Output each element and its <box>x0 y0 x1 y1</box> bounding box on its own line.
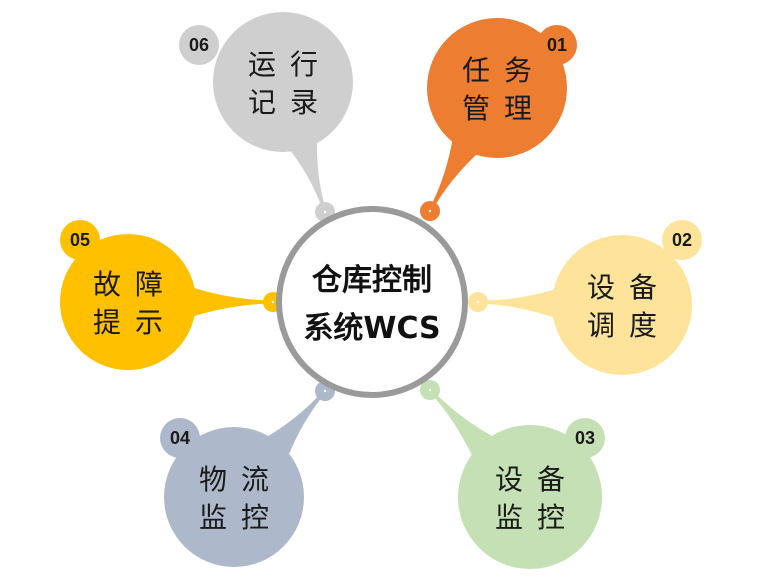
center-title-line2: 系统WCS <box>303 311 440 346</box>
node-number: 06 <box>189 35 209 55</box>
node-bubble <box>458 425 602 569</box>
node-connector <box>428 134 482 212</box>
node-ring-dot-center <box>428 388 432 392</box>
node-label-line2: 调度 <box>587 309 671 342</box>
node-bubble <box>427 18 567 158</box>
node-number-badge <box>160 418 200 458</box>
node-number-badge <box>565 418 605 458</box>
node-ring-dot-center <box>428 209 432 213</box>
node-connector <box>477 287 561 320</box>
node-bubble <box>213 12 353 152</box>
node-label-line1: 设备 <box>587 271 671 304</box>
node-label-line2: 提示 <box>93 306 177 339</box>
center-title-line1: 仓库控制 <box>312 263 432 298</box>
node-label-line2: 记录 <box>248 86 332 119</box>
node-connector <box>286 136 327 213</box>
node-number-badge <box>662 220 702 260</box>
node-number: 05 <box>70 230 90 250</box>
node-label-line1: 设备 <box>495 463 579 496</box>
node-ring-dot-center <box>271 300 275 304</box>
node-bubble <box>164 427 304 567</box>
node-label-line1: 物流 <box>199 463 283 496</box>
node-ring-dot-center <box>323 389 327 393</box>
center-circle <box>276 206 468 398</box>
node-number-badge <box>537 25 577 65</box>
node-number: 03 <box>575 428 595 448</box>
node-connector <box>428 388 498 462</box>
node-bubble <box>60 234 196 370</box>
node-number-badge <box>179 25 219 65</box>
node-label-line1: 故障 <box>93 268 177 301</box>
node-label-line2: 管理 <box>462 92 546 125</box>
node-number: 04 <box>170 428 190 448</box>
node-label-line2: 监控 <box>199 501 283 534</box>
node-label-line1: 运行 <box>248 48 332 81</box>
node-number: 01 <box>547 35 567 55</box>
node-number-badge <box>60 220 100 260</box>
node-ring-dot-center <box>323 210 327 214</box>
node-label-line1: 任务 <box>462 54 546 87</box>
node-bubble <box>552 235 692 375</box>
node-ring-dot-center <box>476 300 480 304</box>
node-number: 02 <box>672 230 692 250</box>
node-label-line2: 监控 <box>495 501 579 534</box>
node-connector <box>188 286 273 318</box>
